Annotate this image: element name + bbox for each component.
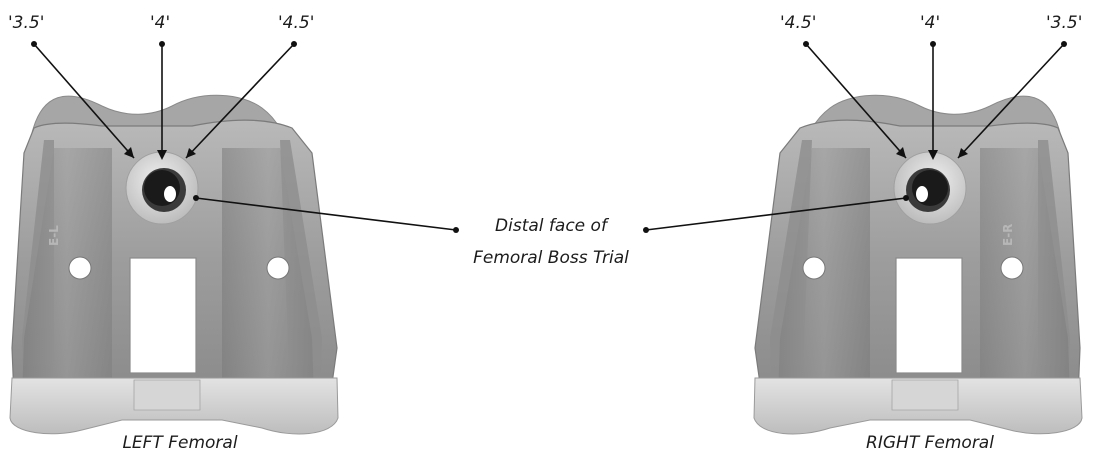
callout-line-2: Femoral Boss Trial bbox=[473, 248, 629, 268]
right-side-marking: E-R bbox=[1001, 224, 1015, 246]
right-angle-label-2: '4' bbox=[920, 13, 940, 33]
distal-face-callout: Distal face of Femoral Boss Trial bbox=[193, 195, 909, 268]
left-femoral-component: E-L bbox=[9, 94, 339, 435]
left-angle-label-2: '4' bbox=[150, 13, 170, 33]
right-caption: RIGHT Femoral bbox=[866, 433, 994, 453]
callout-line-1: Distal face of bbox=[495, 216, 610, 236]
right-angle-label-1: '4.5' bbox=[780, 13, 816, 33]
left-angle-label-1: '3.5' bbox=[8, 13, 44, 33]
left-angle-callouts: '3.5' '4' '4.5' bbox=[8, 13, 314, 160]
right-femoral-component: E-R bbox=[753, 94, 1083, 435]
left-side-marking: E-L bbox=[47, 225, 61, 246]
left-caption: LEFT Femoral bbox=[122, 433, 237, 453]
right-angle-callouts: '4.5' '4' '3.5' bbox=[780, 13, 1082, 160]
left-angle-label-3: '4.5' bbox=[278, 13, 314, 33]
right-angle-label-3: '3.5' bbox=[1046, 13, 1082, 33]
